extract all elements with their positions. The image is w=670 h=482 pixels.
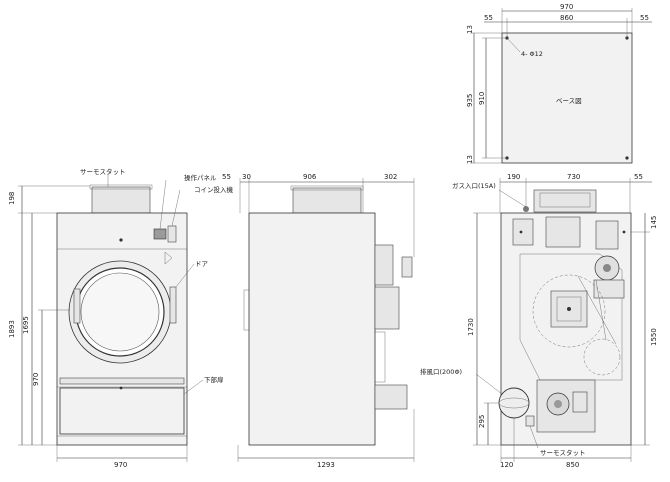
front-coin-slot <box>167 225 177 243</box>
label-thermostat-bottom: サーモスタット <box>540 448 586 457</box>
base-inner-depth: 910 <box>478 92 486 105</box>
side-top-hood <box>292 187 362 214</box>
front-control-box <box>153 228 167 240</box>
rear-exhaust-height: 295 <box>478 415 486 428</box>
side-front-offset: 55 <box>222 173 231 181</box>
base-inner-width: 860 <box>560 14 573 22</box>
front-total-height: 1893 <box>8 320 16 338</box>
base-total-width: 970 <box>560 3 573 11</box>
side-gas-pipe <box>401 256 413 278</box>
rear-left-offset: 190 <box>507 173 520 181</box>
side-rear-duct-mid <box>374 286 400 330</box>
side-rear-duct-upper <box>374 244 394 286</box>
label-lower-door: 下部扉 <box>204 375 224 384</box>
rear-inner-frame <box>519 253 623 381</box>
base-bottom-margin: 13 <box>466 155 474 164</box>
rear-lower-pulley <box>583 338 621 376</box>
front-door-hinge <box>73 288 81 324</box>
base-plate <box>501 32 633 164</box>
front-width: 970 <box>114 461 127 469</box>
side-view <box>237 178 415 462</box>
label-control-panel: 操作パネル <box>184 173 217 182</box>
label-thermostat-top: サーモスタット <box>80 167 126 176</box>
label-coin-slot: コイン投入機 <box>194 185 234 194</box>
front-door-bottom: 970 <box>32 373 40 386</box>
label-gas-inlet: ガス入口(15A) <box>452 181 496 190</box>
base-plan-view <box>470 8 652 164</box>
side-rear-depth: 302 <box>384 173 397 181</box>
front-base-plinth <box>56 435 188 446</box>
rear-bottom-width: 850 <box>566 461 579 469</box>
side-body <box>248 212 376 446</box>
label-exhaust: 排風口(200Φ) <box>420 367 462 376</box>
rear-exhaust-outlet <box>498 387 530 419</box>
front-view <box>18 175 204 462</box>
front-door-height: 1695 <box>22 316 30 334</box>
front-top-hood-cap <box>89 184 153 190</box>
rear-view <box>473 178 652 462</box>
label-base-holes: 4- Φ12 <box>521 50 543 58</box>
front-top-hood <box>91 186 151 214</box>
rear-top-hood <box>533 189 597 213</box>
side-total-depth: 1293 <box>317 461 335 469</box>
rear-middle: 730 <box>567 173 580 181</box>
side-exhaust-pipe <box>374 384 408 410</box>
side-left-offset: 30 <box>242 173 251 181</box>
base-right-margin: 55 <box>640 14 649 22</box>
rear-top-right: 145 <box>650 216 658 229</box>
rear-right-height: 1550 <box>650 328 658 346</box>
front-door-handle <box>169 286 177 324</box>
side-body-depth: 906 <box>303 173 317 181</box>
base-depth: 935 <box>466 94 474 107</box>
front-lower-door <box>59 387 185 435</box>
rear-left-height: 1730 <box>467 318 475 336</box>
front-door-glass <box>80 272 160 352</box>
base-left-margin: 55 <box>484 14 493 22</box>
rear-right-offset: 55 <box>634 173 643 181</box>
front-lint-drawer <box>59 377 185 385</box>
front-top-height: 198 <box>8 192 16 205</box>
label-base-plan: ベース図 <box>556 97 582 105</box>
rear-bottom-left: 120 <box>500 461 513 469</box>
label-door: ドア <box>195 260 209 268</box>
rear-drum-belt <box>532 274 606 348</box>
base-top-margin: 13 <box>466 25 474 34</box>
